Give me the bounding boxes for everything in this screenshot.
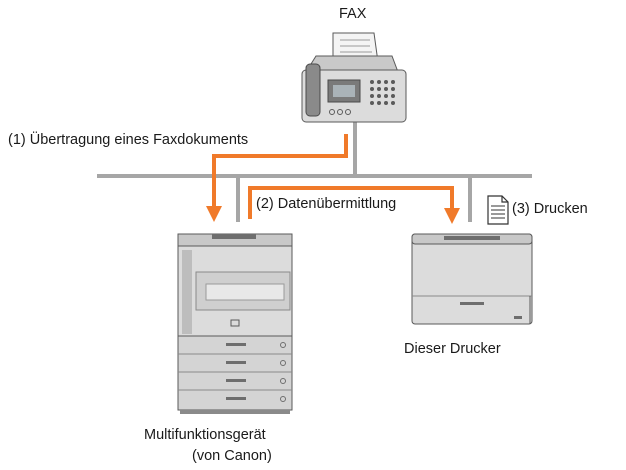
- printer-label: Dieser Drucker: [404, 341, 501, 357]
- arrow-step2: [248, 186, 454, 219]
- step2-label: (2) Datenübermittlung: [256, 196, 397, 212]
- arrow-step2-head: [444, 208, 460, 224]
- mfp-label-line2: (von Canon): [192, 448, 272, 464]
- fax-machine-icon: [301, 32, 407, 123]
- arrow-step1: [212, 134, 348, 208]
- step1-label: (1) Übertragung eines Faxdokuments: [8, 132, 249, 148]
- step3-label: (3) Drucken: [512, 201, 588, 217]
- document-icon: [487, 195, 509, 225]
- flow-arrows: [206, 134, 460, 224]
- multifunction-device-icon: [177, 233, 293, 414]
- network-lines: [97, 122, 532, 222]
- laser-printer-icon: [411, 233, 533, 325]
- fax-label: FAX: [339, 6, 367, 22]
- mfp-label-line1: Multifunktionsgerät: [144, 427, 266, 443]
- arrow-step1-head: [206, 206, 222, 222]
